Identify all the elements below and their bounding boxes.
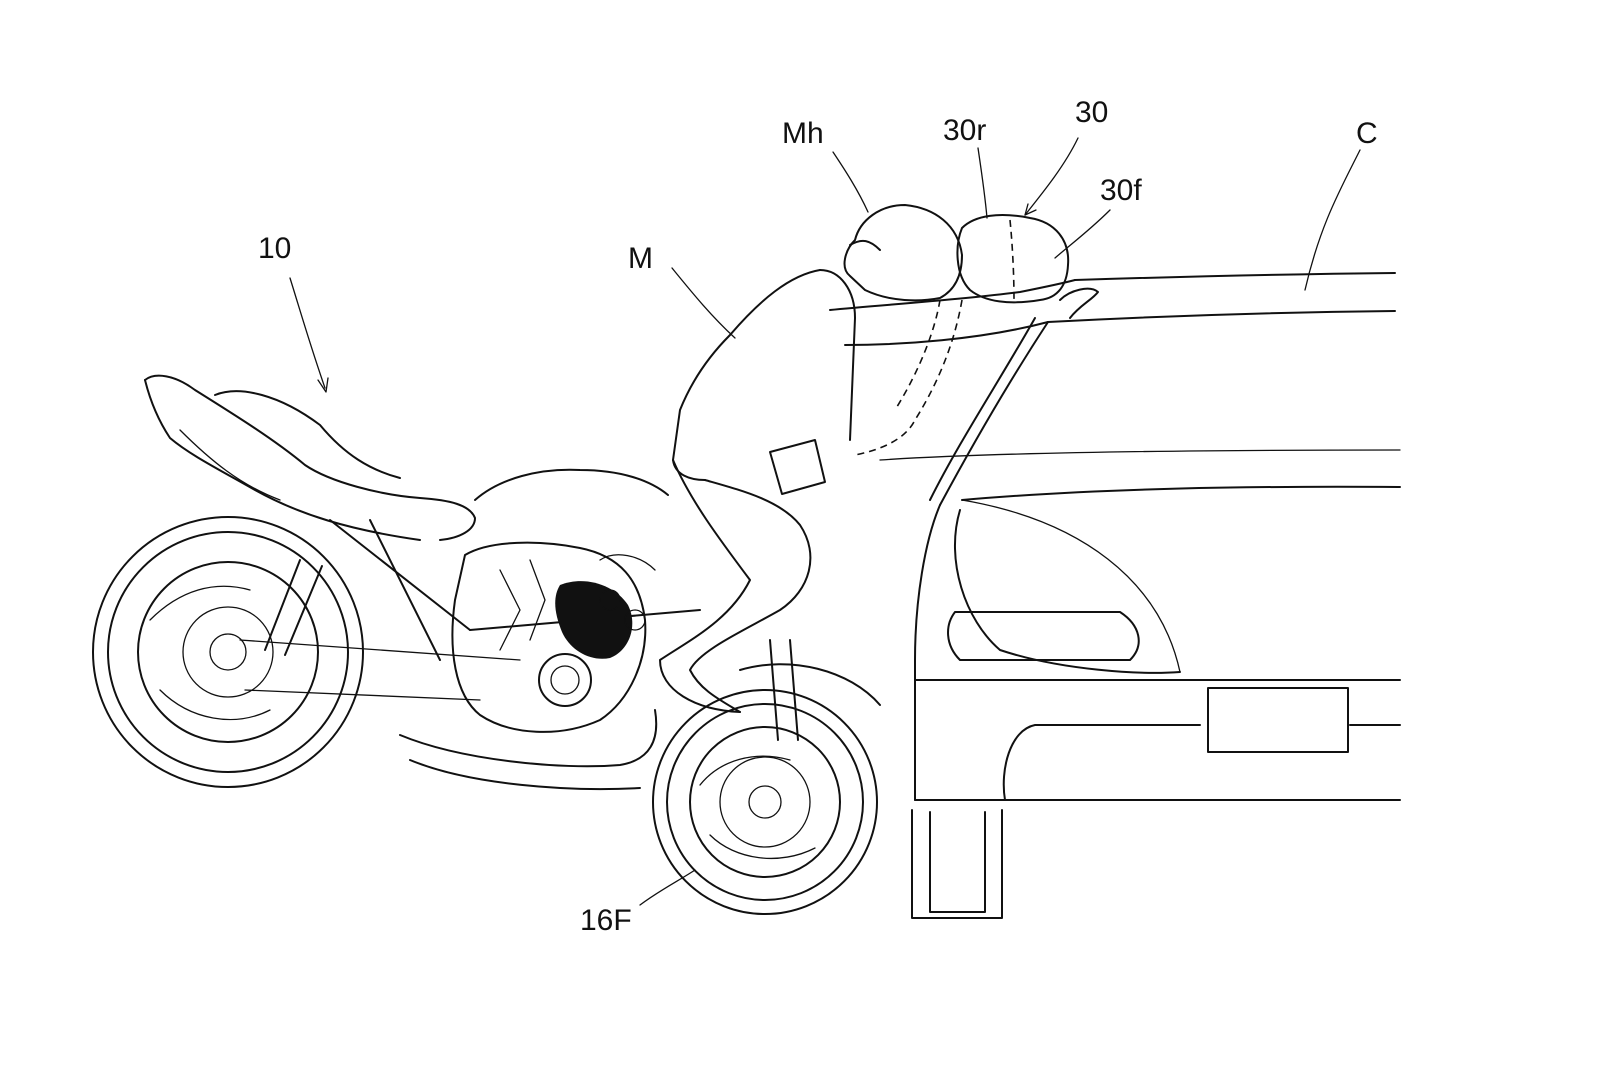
leader-lines <box>289 137 1361 906</box>
label-car: C <box>1356 117 1378 150</box>
label-motorcycle: 10 <box>258 232 291 265</box>
airbag <box>854 214 1070 456</box>
rider <box>659 269 1099 713</box>
rider-helmet <box>843 204 963 302</box>
label-airbag: 30 <box>1075 96 1108 129</box>
label-airbag-rear: 30r <box>943 114 986 147</box>
engine <box>451 541 656 733</box>
label-airbag-front: 30f <box>1100 174 1142 207</box>
label-rider: M <box>628 242 653 275</box>
front-wheel-16F <box>652 689 878 915</box>
motorcycle <box>92 374 881 915</box>
label-rider-head: Mh <box>782 117 824 150</box>
car <box>879 272 1401 919</box>
label-front-wheel: 16F <box>580 904 632 937</box>
